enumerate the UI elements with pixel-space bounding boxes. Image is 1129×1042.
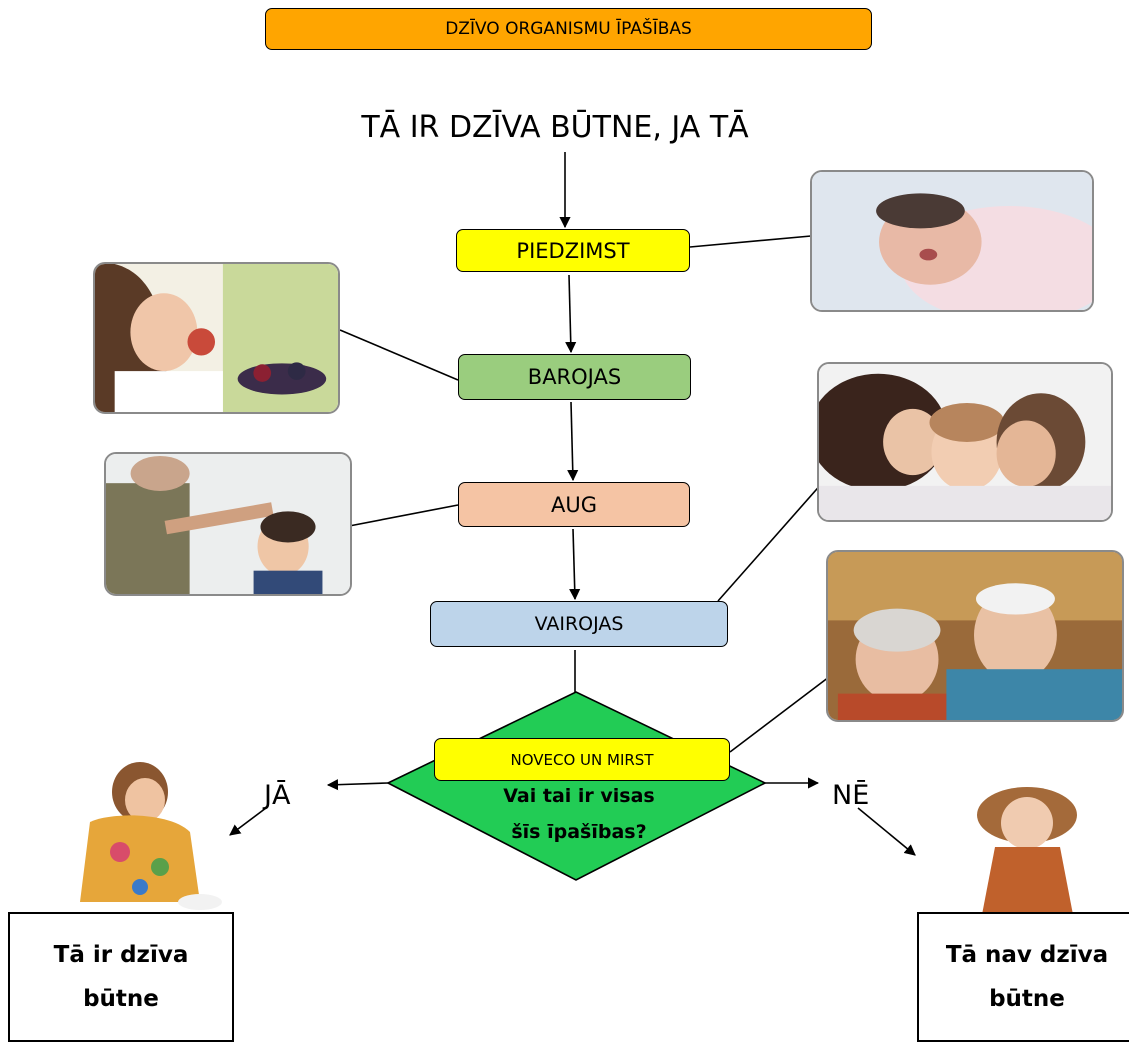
arrow-yes-to-result [229, 807, 267, 836]
arrow-to-yes [326, 779, 389, 791]
page-title: DZĪVO ORGANISMU ĪPAŠĪBAS [265, 8, 872, 50]
result-no-line-1: Tā nav dzīva [945, 942, 1109, 968]
elderly-couple-photo [826, 550, 1124, 722]
step-reproduces: VAIROJAS [430, 601, 728, 647]
decision-question: Vai tai ir visas šīs īpašības? [450, 778, 708, 850]
girl-eating-photo [93, 262, 340, 414]
step-born: PIEDZIMST [456, 229, 690, 272]
result-no-line-2: būtne [989, 986, 1065, 1012]
arrow-step2-to-step3 [567, 401, 579, 482]
yes-label: JĀ [264, 780, 291, 811]
decision-line-2: šīs īpašības? [511, 821, 647, 843]
newborn-photo [810, 170, 1094, 312]
flow-start-text: TĀ IR DZĪVA BŪTNE, JA TĀ [361, 110, 749, 145]
child-height-measure-photo [104, 452, 352, 596]
step-ages-dies: NOVECO UN MIRST [434, 738, 730, 781]
no-label: NĒ [832, 780, 870, 811]
result-not-living-being: Tā nav dzīva būtne [917, 912, 1129, 1042]
result-yes-line-2: būtne [83, 986, 159, 1012]
step-grows: AUG [458, 482, 690, 527]
link-step2-photo [339, 329, 459, 381]
family-kissing-child-photo [817, 362, 1113, 522]
arrow-no-to-result [857, 807, 916, 856]
link-step3-photo [343, 504, 459, 528]
arrow-step3-to-step4 [569, 528, 581, 601]
result-yes-line-1: Tā ir dzīva [53, 942, 189, 968]
result-living-being: Tā ir dzīva būtne [8, 912, 234, 1042]
doll-figure [965, 785, 1090, 935]
arrow-step1-to-step2 [565, 274, 577, 354]
step-feeds: BAROJAS [458, 354, 691, 400]
decision-line-1: Vai tai ir visas [503, 785, 655, 807]
sitting-girl-figure [50, 752, 230, 914]
link-step1-photo [689, 234, 823, 248]
